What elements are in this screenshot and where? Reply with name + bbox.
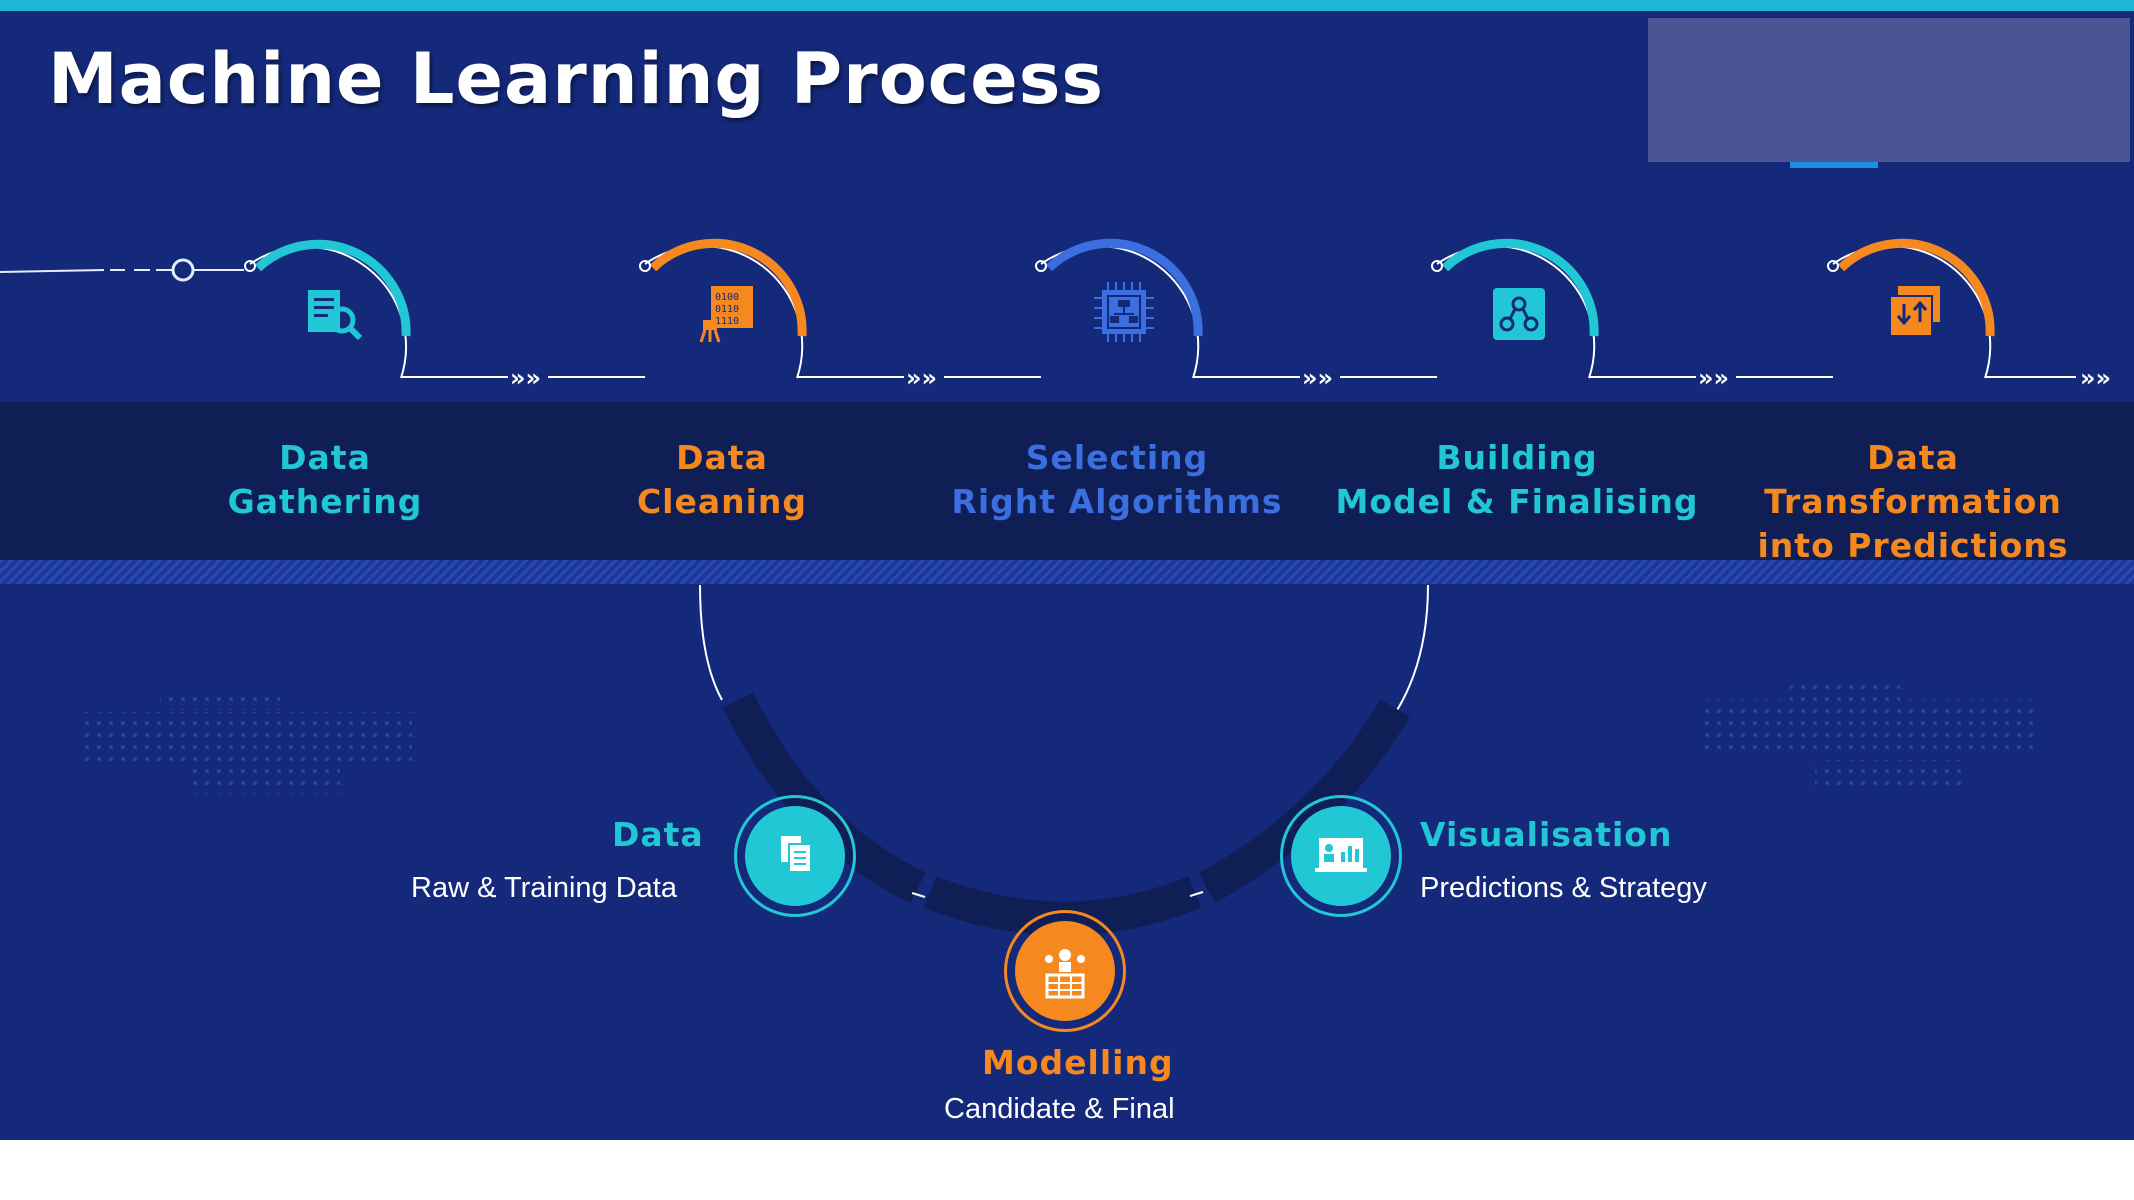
step-label-line2: Right Algorithms — [951, 482, 1283, 521]
top-accent-line — [0, 0, 2134, 11]
svg-text:0100: 0100 — [715, 292, 739, 303]
band-stripes — [0, 560, 2134, 584]
page-title: Machine Learning Process — [48, 38, 1105, 120]
corner-accent — [1790, 162, 1878, 168]
visualisation-node-title: Visualisation — [1420, 815, 1673, 854]
presentation-icon — [1291, 806, 1391, 906]
step-label-line1: Building — [1436, 438, 1598, 477]
visualisation-node — [1280, 795, 1402, 917]
svg-text:»»: »» — [1302, 364, 1333, 392]
step-connector-5: »» — [1827, 238, 2111, 392]
step-connector-3: »» — [1035, 238, 1437, 392]
data-node-title: Data — [612, 815, 704, 854]
modelling-node-description: Candidate & Final — [944, 1093, 1175, 1125]
svg-text:1110: 1110 — [715, 316, 739, 327]
step-label-line1: Data — [676, 438, 768, 477]
network-model-icon — [1487, 282, 1551, 346]
step-label-line1: Data — [279, 438, 371, 477]
label-band — [0, 402, 2134, 560]
step-label-line2: Model & Finalising — [1335, 482, 1699, 521]
step-label-data-cleaning: Data Cleaning — [527, 436, 917, 524]
step-label-selecting-algorithms: Selecting Right Algorithms — [922, 436, 1312, 524]
dotted-map-right — [1705, 680, 2035, 790]
modelling-node — [1004, 910, 1126, 1032]
step-connector-4: »» — [1431, 238, 1833, 392]
step-label-line1: Data Transformation — [1764, 438, 2062, 521]
step-label-data-gathering: Data Gathering — [130, 436, 520, 524]
slide: Machine Learning Process — [0, 0, 2134, 1140]
step-connector-1: »» — [244, 239, 645, 392]
start-connector — [0, 258, 244, 282]
svg-text:»»: »» — [510, 364, 541, 392]
step-label-building-model: Building Model & Finalising — [1322, 436, 1712, 524]
dotted-map-left — [82, 690, 412, 794]
data-node-description: Raw & Training Data — [411, 872, 677, 904]
step-label-line2: Gathering — [227, 482, 423, 521]
step-connector-2: »» — [639, 238, 1041, 392]
svg-text:»»: »» — [1698, 364, 1729, 392]
algorithm-chip-icon — [1092, 278, 1156, 342]
step-label-data-transformation: Data Transformation into Predictions — [1713, 436, 2113, 568]
step-label-line2: Cleaning — [636, 482, 808, 521]
data-node — [734, 795, 856, 917]
binary-cleaning-icon: 0100 0110 1110 — [697, 282, 761, 346]
team-building-icon — [1015, 921, 1115, 1021]
svg-text:»»: »» — [906, 364, 937, 392]
visualisation-node-description: Predictions & Strategy — [1420, 872, 1707, 904]
modelling-node-title: Modelling — [982, 1043, 1174, 1082]
svg-text:»»: »» — [2080, 364, 2111, 392]
svg-text:0110: 0110 — [715, 304, 739, 315]
process-diagram: »» »» »» »» — [0, 238, 2111, 936]
data-search-icon — [302, 282, 366, 346]
transform-icon — [1882, 282, 1946, 346]
step-label-line1: Selecting — [1025, 438, 1209, 477]
documents-icon — [745, 806, 845, 906]
step-label-line2: into Predictions — [1757, 526, 2069, 565]
corner-placeholder — [1648, 18, 2130, 162]
